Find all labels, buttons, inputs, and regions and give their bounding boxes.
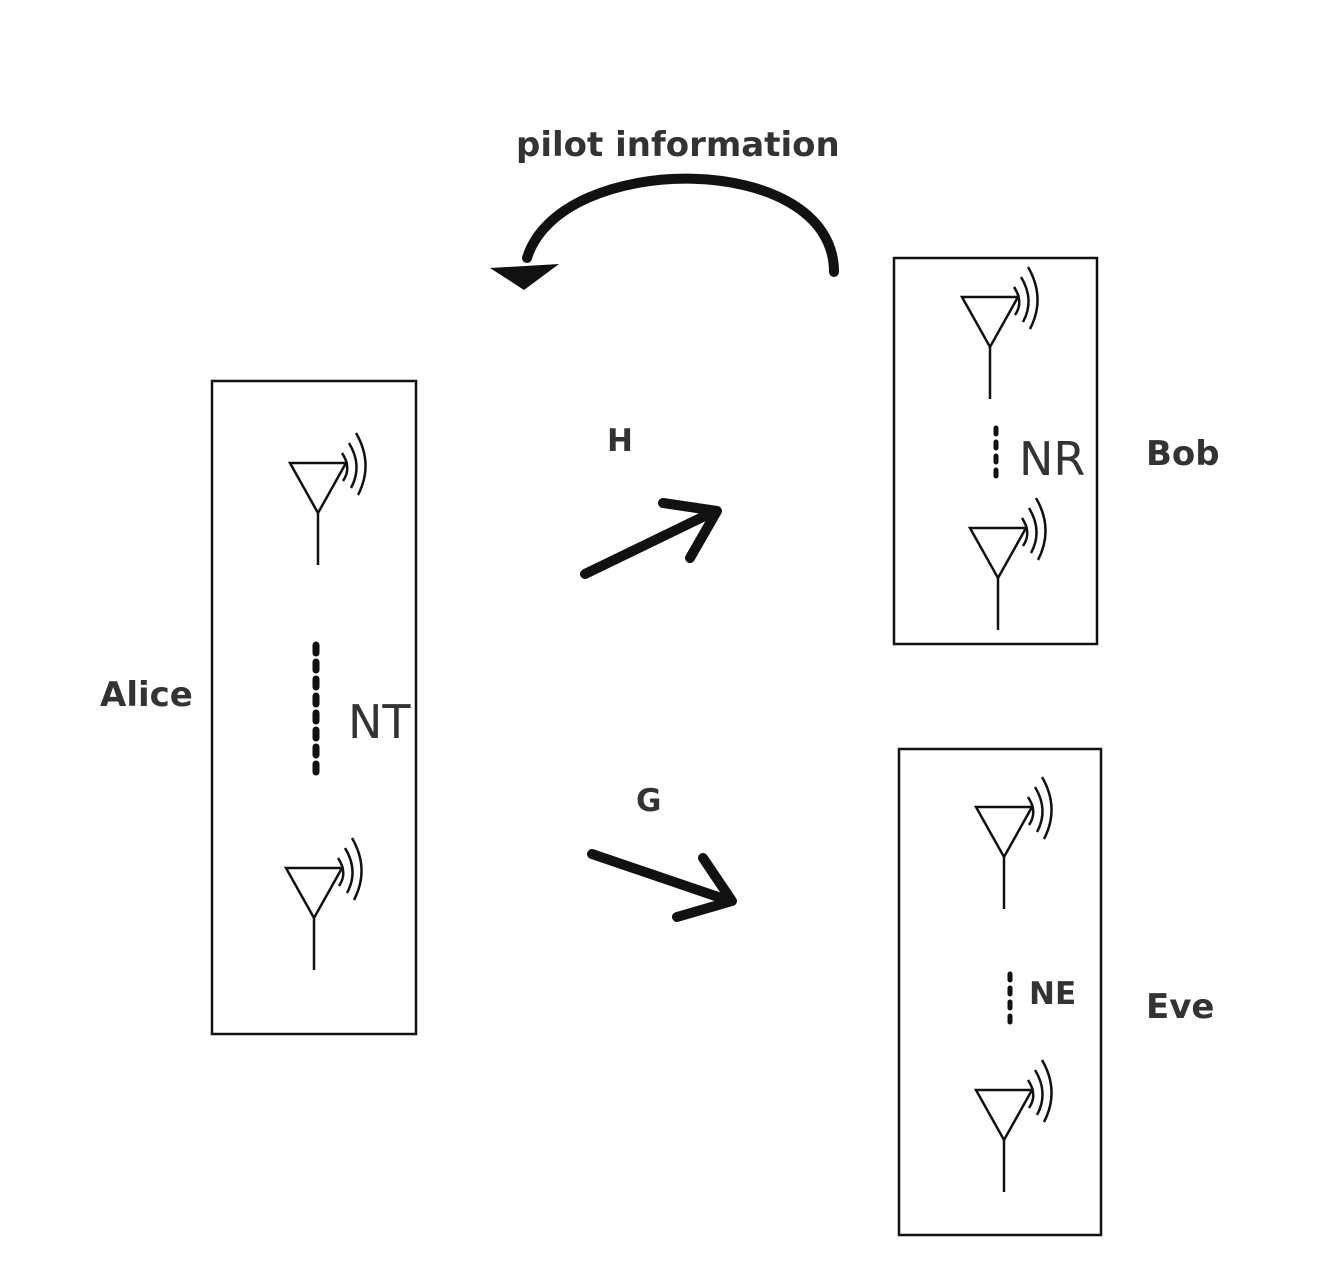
- alice-antenna-top-icon: [288, 431, 367, 567]
- channel-g-arrow-icon: [587, 849, 737, 922]
- channel-h-label: H: [607, 423, 633, 459]
- channel-g-label: G: [636, 783, 662, 819]
- pilot-information-label: pilot information: [516, 125, 840, 165]
- alice-label: Alice: [100, 675, 193, 715]
- alice-antenna-count-label: NT: [348, 695, 411, 749]
- eve-antenna-bottom-icon: [974, 1058, 1053, 1194]
- pilot-feedback-arrowhead-icon: [490, 264, 559, 290]
- bob-antenna-count-label: NR: [1019, 432, 1086, 486]
- eve-box: [897, 747, 1103, 1237]
- bob-box: [892, 256, 1099, 646]
- eve-antenna-top-icon: [974, 775, 1053, 911]
- alice-antenna-bottom-icon: [284, 836, 363, 972]
- channel-h-arrow-icon: [580, 498, 722, 579]
- alice-box: [210, 379, 418, 1036]
- eve-antenna-count-label: NE: [1029, 976, 1077, 1012]
- eve-label: Eve: [1146, 987, 1215, 1027]
- bob-antenna-top-icon: [960, 265, 1039, 401]
- bob-label: Bob: [1146, 434, 1220, 474]
- bob-antenna-bottom-icon: [968, 496, 1047, 632]
- pilot-feedback-curved-arrow-icon: [522, 173, 839, 277]
